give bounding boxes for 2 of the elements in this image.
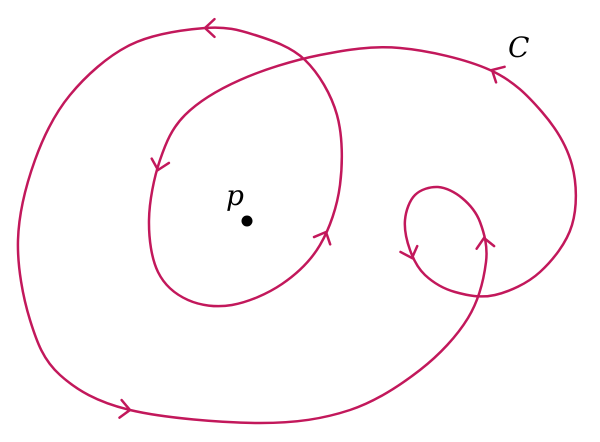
curve-label: C [508, 34, 530, 62]
point-label: p [226, 182, 244, 210]
